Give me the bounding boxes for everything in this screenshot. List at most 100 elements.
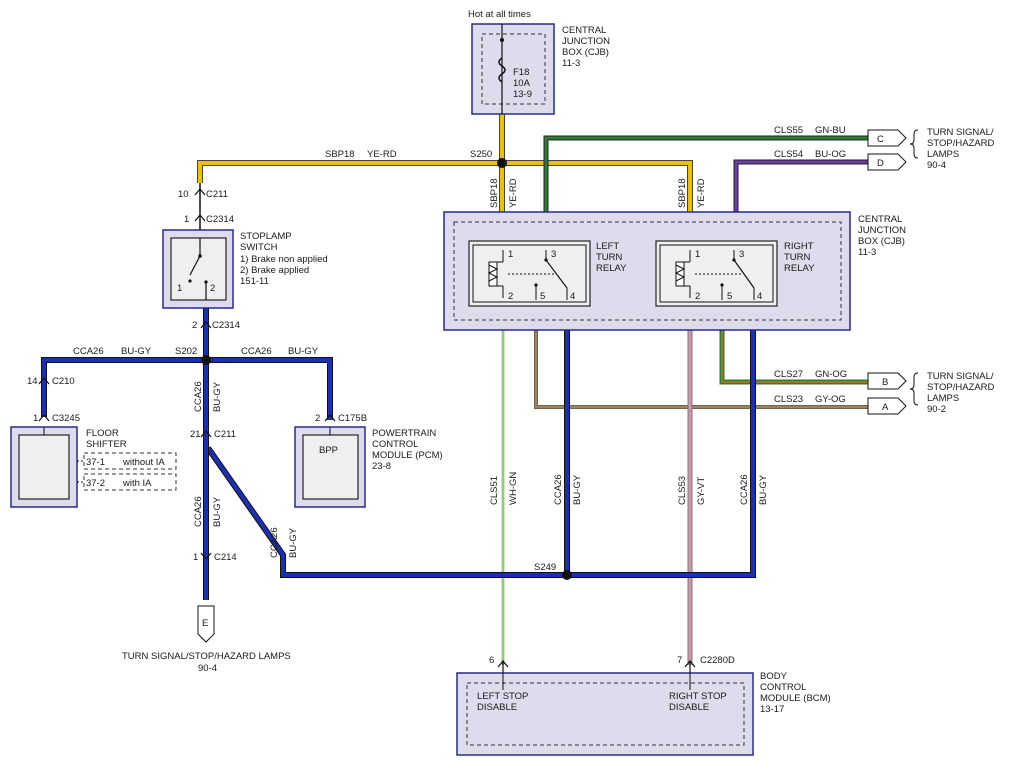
right-relay-title-2: TURN bbox=[784, 252, 811, 263]
cca26-l-circuit: CCA26 bbox=[73, 346, 104, 357]
bcm-title-1: BODY bbox=[760, 671, 788, 682]
c3245-name: C3245 bbox=[52, 413, 80, 424]
pcm-ref: 23-8 bbox=[372, 461, 391, 472]
pcm-title-1: POWERTRAIN bbox=[372, 428, 436, 439]
wire-cls55 bbox=[543, 135, 868, 212]
dest-bottom: E bbox=[197, 605, 215, 643]
cjb-main-title-1: CENTRAL bbox=[858, 214, 902, 225]
cca26-r-circuit: CCA26 bbox=[241, 346, 272, 357]
c210-name: C210 bbox=[52, 376, 75, 387]
right-relay-title-1: RIGHT bbox=[784, 241, 814, 252]
stoplamp-pin1: 1 bbox=[177, 283, 182, 294]
stoplamp-ref: 151-11 bbox=[240, 276, 269, 287]
cca26-c-circuit: CCA26 bbox=[553, 474, 564, 505]
connector-c211a: 10 C211 bbox=[178, 188, 228, 200]
cca26-diag-circuit: CCA26 bbox=[269, 527, 280, 558]
dest-top: C D TURN SIGNAL/ STOP/HAZARD LAMPS 90-4 bbox=[867, 127, 995, 171]
wire-cls27 bbox=[719, 330, 868, 385]
wire-cca26-relays bbox=[205, 330, 756, 578]
wire-cls54 bbox=[733, 159, 868, 212]
fuse-ref: 13-9 bbox=[513, 89, 532, 100]
stoplamp-pin2: 2 bbox=[210, 283, 215, 294]
left-relay-pin1: 1 bbox=[508, 249, 513, 260]
dest-d-label: D bbox=[877, 158, 884, 169]
fuse-label: F18 bbox=[513, 67, 529, 78]
cca26-v2-color: BU-GY bbox=[212, 496, 223, 527]
dest-top-line1: TURN SIGNAL/ bbox=[927, 127, 994, 138]
splice-s249 bbox=[562, 570, 572, 580]
cls27-color: GN-OG bbox=[815, 369, 847, 380]
wire-cls23 bbox=[534, 330, 868, 409]
dest-mid-line1: TURN SIGNAL/ bbox=[927, 371, 994, 382]
splice-s202 bbox=[201, 355, 211, 365]
dest-top-line2: STOP/HAZARD bbox=[927, 138, 995, 149]
c214-name: C214 bbox=[214, 552, 237, 563]
cls55-circuit: CLS55 bbox=[774, 125, 803, 136]
stoplamp-switch: 1 2 bbox=[162, 229, 234, 309]
connector-6-icon bbox=[497, 660, 509, 673]
cjb-top-title-3: BOX (CJB) bbox=[562, 47, 609, 58]
right-relay-pin1: 1 bbox=[695, 249, 700, 260]
cls54-color: BU-OG bbox=[815, 149, 846, 160]
pcm-title-3: MODULE (PCM) bbox=[372, 450, 443, 461]
left-relay-pin5: 5 bbox=[540, 291, 545, 302]
cjb-main-ref: 11-3 bbox=[858, 247, 876, 258]
left-relay-title-2: TURN bbox=[596, 252, 623, 263]
shifter-ref-1: 37-1 bbox=[86, 457, 105, 468]
cls54-circuit: CLS54 bbox=[774, 149, 803, 160]
shifter-ref-2: 37-2 bbox=[86, 478, 105, 489]
left-relay-title-1: LEFT bbox=[596, 241, 619, 252]
dest-c-label: C bbox=[877, 134, 884, 145]
bcm-connector-name: C2280D bbox=[700, 655, 735, 666]
cls51-color: WH-GN bbox=[508, 472, 519, 505]
dest-top-line3: LAMPS bbox=[927, 149, 959, 160]
hot-label: Hot at all times bbox=[468, 9, 531, 20]
c3245-pin: 1 bbox=[33, 413, 38, 424]
pcm-module: BPP bbox=[294, 426, 366, 508]
connector-c210: 14 C210 bbox=[27, 376, 75, 387]
sbp18-v1-color: YE-RD bbox=[508, 178, 519, 208]
cjb-top-title-1: CENTRAL bbox=[562, 25, 606, 36]
connector-c211b: 21 C211 bbox=[190, 429, 236, 440]
c210-pin: 14 bbox=[27, 376, 38, 387]
left-relay-title-3: RELAY bbox=[596, 263, 627, 274]
dest-mid-line2: STOP/HAZARD bbox=[927, 382, 995, 393]
cjb-top: F18 10A 13-9 bbox=[471, 23, 555, 115]
right-relay-pin5: 5 bbox=[727, 291, 732, 302]
switch-contact-icon bbox=[189, 255, 201, 276]
c211a-pin: 10 bbox=[178, 189, 189, 200]
stoplamp-note-1: 1) Brake non applied bbox=[240, 254, 328, 265]
dest-mid-line3: LAMPS bbox=[927, 393, 959, 404]
stoplamp-title-2: SWITCH bbox=[240, 242, 278, 253]
c175b-pin: 2 bbox=[315, 413, 320, 424]
connector-7-icon bbox=[684, 660, 696, 673]
pcm-bpp: BPP bbox=[319, 445, 338, 456]
sbp18-v2-circuit: SBP18 bbox=[677, 178, 688, 208]
cjb-main-title-3: BOX (CJB) bbox=[858, 236, 905, 247]
cjb-main-title-2: JUNCTION bbox=[858, 225, 906, 236]
sbp18-v1-circuit: SBP18 bbox=[489, 178, 500, 208]
connector-c2314b: 2 C2314 bbox=[192, 320, 240, 331]
cls51-circuit: CLS51 bbox=[489, 476, 500, 505]
stoplamp-title-1: STOPLAMP bbox=[240, 231, 292, 242]
fuse-amp: 10A bbox=[513, 78, 531, 89]
bcm-right-stop-2: DISABLE bbox=[669, 702, 709, 713]
dest-mid-ref: 90-2 bbox=[927, 404, 946, 415]
splice-s202-label: S202 bbox=[175, 346, 197, 357]
left-turn-relay: 1 3 2 5 4 bbox=[468, 240, 591, 307]
c2314b-pin: 2 bbox=[192, 320, 197, 331]
cls27-circuit: CLS27 bbox=[774, 369, 803, 380]
left-relay-pin3: 3 bbox=[551, 249, 556, 260]
splice-s250-label: S250 bbox=[470, 149, 492, 160]
connector-c214: 1 C214 bbox=[193, 552, 237, 563]
bcm-left-stop-2: DISABLE bbox=[477, 702, 517, 713]
c211a-name: C211 bbox=[206, 189, 228, 200]
right-relay-title-3: RELAY bbox=[784, 263, 815, 274]
sbp18-h-circuit: SBP18 bbox=[325, 149, 355, 160]
shifter-ref-1-note: without IA bbox=[122, 457, 165, 468]
cjb-top-title-2: JUNCTION bbox=[562, 36, 610, 47]
bcm-left-stop-1: LEFT STOP bbox=[477, 691, 528, 702]
splice-s249-label: S249 bbox=[534, 562, 556, 573]
bcm-pin7: 7 bbox=[677, 655, 682, 666]
cls55-color: GN-BU bbox=[815, 125, 846, 136]
